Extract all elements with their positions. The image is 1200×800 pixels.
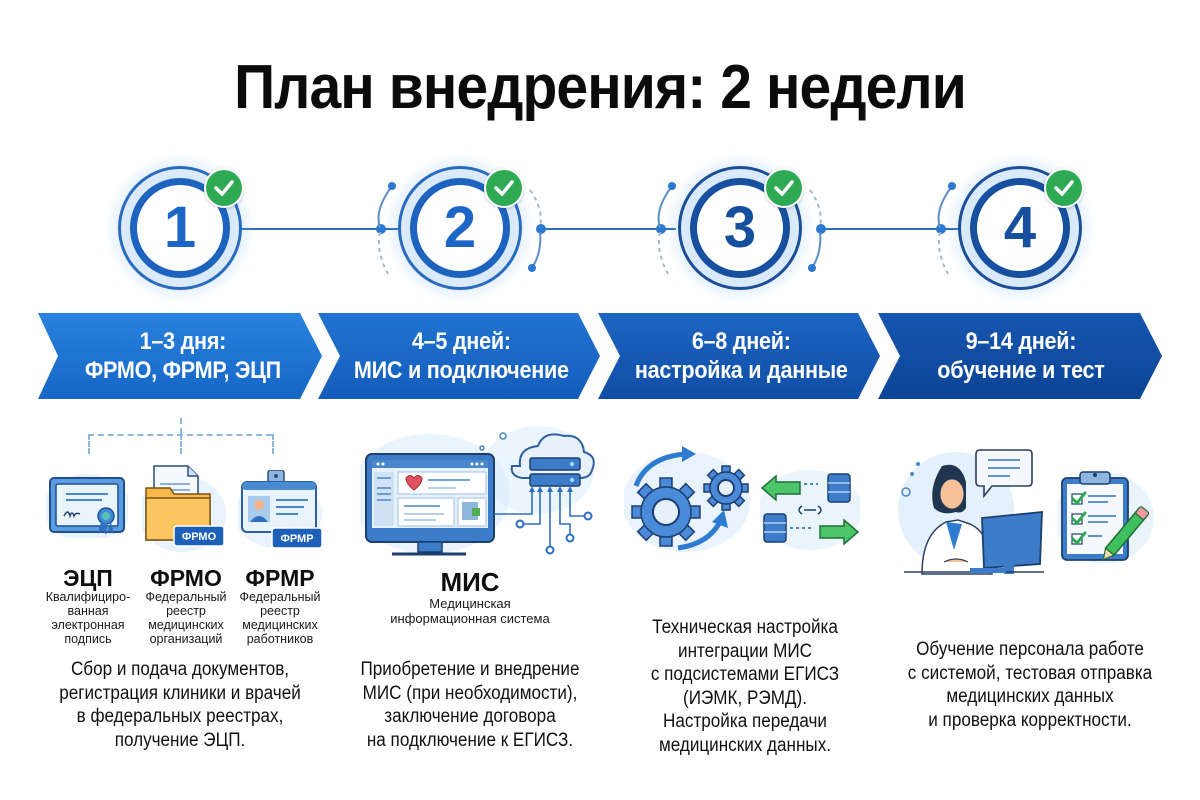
description-line: с подсистемами ЕГИСЗ bbox=[650, 664, 840, 685]
frmo-sublabel-1: Федеральный bbox=[145, 590, 227, 604]
timeline-node bbox=[376, 224, 386, 234]
phase-period: 9–14 дней: bbox=[965, 328, 1077, 355]
dashed-connector bbox=[180, 434, 182, 454]
step-number: 1 bbox=[163, 195, 197, 260]
timeline-connector-2-3 bbox=[540, 228, 676, 230]
description-line: медицинских данных bbox=[946, 686, 1114, 707]
description-line: Обучение персонала работе bbox=[916, 639, 1144, 660]
mis-label: МИС bbox=[440, 567, 500, 597]
description-line: заключение договора bbox=[384, 706, 556, 727]
ecp-sublabel-3: электронная bbox=[51, 618, 125, 632]
frmo-label-group: ФРМО Федеральный реестр медицинских орга… bbox=[138, 566, 234, 646]
gears-icon bbox=[624, 446, 750, 552]
ecp-label: ЭЦП bbox=[63, 565, 113, 591]
stage1-description: Сбор и подача документов, регистрация кл… bbox=[36, 658, 324, 752]
description-line: регистрация клиники и врачей bbox=[59, 682, 301, 704]
phase-period: 6–8 дней: bbox=[691, 328, 791, 355]
step-circle-3: 3 bbox=[664, 152, 816, 304]
svg-text:ФРМР: ФРМР bbox=[280, 533, 313, 545]
stage3-description: Техническая настройка интеграции МИС с п… bbox=[615, 616, 876, 757]
description-line: на подключение к ЕГИСЗ. bbox=[366, 729, 574, 751]
step-number: 3 bbox=[723, 195, 757, 260]
checklist-clipboard-icon bbox=[1058, 471, 1154, 564]
inner-ring: 2 bbox=[410, 178, 510, 278]
description-line: с системой, тестовая отправка bbox=[907, 662, 1153, 684]
description-line: МИС (при необходимости), bbox=[362, 682, 578, 704]
stage2-description: Приобретение и внедрение МИС (при необхо… bbox=[335, 658, 605, 752]
step-number: 4 bbox=[1003, 195, 1037, 260]
phase-2: 4–5 дней: МИС и подключение bbox=[336, 313, 586, 399]
timeline-node bbox=[936, 224, 946, 234]
check-icon bbox=[204, 168, 244, 208]
phase-3: 6–8 дней: настройка и данные bbox=[616, 313, 866, 399]
phase-period: 1–3 дня: bbox=[139, 328, 227, 355]
mis-sublabel-1: Медицинская bbox=[429, 596, 511, 611]
check-icon bbox=[1044, 168, 1084, 208]
dashed-connector bbox=[88, 434, 90, 454]
frmo-sublabel-2: реестр bbox=[166, 604, 206, 618]
stage4-description: Обучение персонала работе с системой, те… bbox=[895, 638, 1165, 732]
step-circle-2: 2 bbox=[384, 152, 536, 304]
phase-title: настройка и данные bbox=[634, 357, 848, 384]
ecp-sublabel-4: подпись bbox=[64, 632, 112, 646]
ecp-label-group: ЭЦП Квалифициро- ванная электронная подп… bbox=[42, 566, 134, 646]
phase-title: обучение и тест bbox=[937, 357, 1105, 384]
mis-sublabel-2: информационная система bbox=[390, 611, 550, 626]
phase-chevrons-shape bbox=[38, 313, 1162, 399]
phase-title: ФРМО, ФРМР, ЭЦП bbox=[85, 357, 281, 384]
frmr-label: ФРМР bbox=[245, 565, 315, 591]
frmr-sublabel-2: реестр bbox=[260, 604, 300, 618]
description-line: в федеральных реестрах, bbox=[76, 706, 284, 727]
frmo-label: ФРМО bbox=[150, 565, 222, 591]
timeline-node bbox=[816, 224, 826, 234]
description-line: Сбор и подача документов, bbox=[70, 659, 290, 680]
phase-1: 1–3 дня: ФРМО, ФРМР, ЭЦП bbox=[58, 313, 308, 399]
timeline-connector-3-4 bbox=[822, 228, 962, 230]
description-line: Настройка передачи bbox=[663, 711, 827, 732]
check-icon bbox=[484, 168, 524, 208]
description-line: (ИЭМК, РЭМД). bbox=[683, 687, 807, 709]
description-line: и проверка корректности. bbox=[928, 709, 1132, 731]
step-number: 2 bbox=[443, 195, 477, 260]
ecp-sublabel-1: Квалифициро- bbox=[45, 590, 131, 604]
description-line: Приобретение и внедрение bbox=[360, 659, 580, 680]
ecp-sublabel-2: ванная bbox=[67, 604, 109, 618]
certificate-icon bbox=[46, 474, 128, 538]
svg-text:ФРМО: ФРМО bbox=[182, 531, 217, 543]
decorative-arc bbox=[808, 189, 822, 272]
phase-period: 4–5 дней: bbox=[411, 328, 511, 355]
frmr-sublabel-3: медицинских bbox=[242, 618, 318, 632]
folder-document-icon: ФРМО bbox=[142, 465, 226, 552]
doctor-at-computer-icon bbox=[898, 449, 1044, 575]
description-line: получение ЭЦП. bbox=[114, 729, 246, 751]
decorative-arc bbox=[937, 182, 956, 275]
frmr-sublabel-1: Федеральный bbox=[239, 590, 321, 604]
phase-band: 1–3 дня: ФРМО, ФРМР, ЭЦП 4–5 дней: МИС и… bbox=[0, 313, 1200, 399]
timeline-connector-1-2 bbox=[242, 228, 398, 230]
step-circle-4: 4 bbox=[944, 152, 1096, 304]
frmr-sublabel-4: работников bbox=[246, 632, 314, 646]
phase-4: 9–14 дней: обучение и тест bbox=[896, 313, 1146, 399]
decorative-arc bbox=[528, 189, 542, 272]
decorative-arc bbox=[657, 182, 676, 275]
description-line: медицинских данных. bbox=[658, 734, 832, 756]
frmo-sublabel-4: организаций bbox=[149, 632, 223, 646]
decorative-arc bbox=[377, 182, 396, 275]
frmr-label-group: ФРМР Федеральный реестр медицинских рабо… bbox=[232, 566, 328, 646]
check-icon bbox=[764, 168, 804, 208]
timeline-node bbox=[536, 224, 546, 234]
frmo-sublabel-3: медицинских bbox=[148, 618, 224, 632]
mis-label-group: МИС Медицинская информационная система bbox=[370, 568, 570, 626]
page-title: План внедрения: 2 недели bbox=[234, 53, 967, 122]
dashed-connector bbox=[272, 434, 274, 454]
description-line: Техническая настройка bbox=[652, 617, 838, 638]
timeline-node bbox=[656, 224, 666, 234]
description-line: интеграции МИС bbox=[678, 640, 812, 662]
database-exchange-icon bbox=[760, 470, 860, 550]
phase-title: МИС и подключение bbox=[353, 357, 569, 384]
id-badge-icon: ФРМР bbox=[238, 470, 323, 549]
monitor-cloud-server-icon bbox=[360, 426, 595, 556]
dashed-connector bbox=[180, 418, 182, 434]
step-circle-1: 1 bbox=[104, 152, 256, 304]
